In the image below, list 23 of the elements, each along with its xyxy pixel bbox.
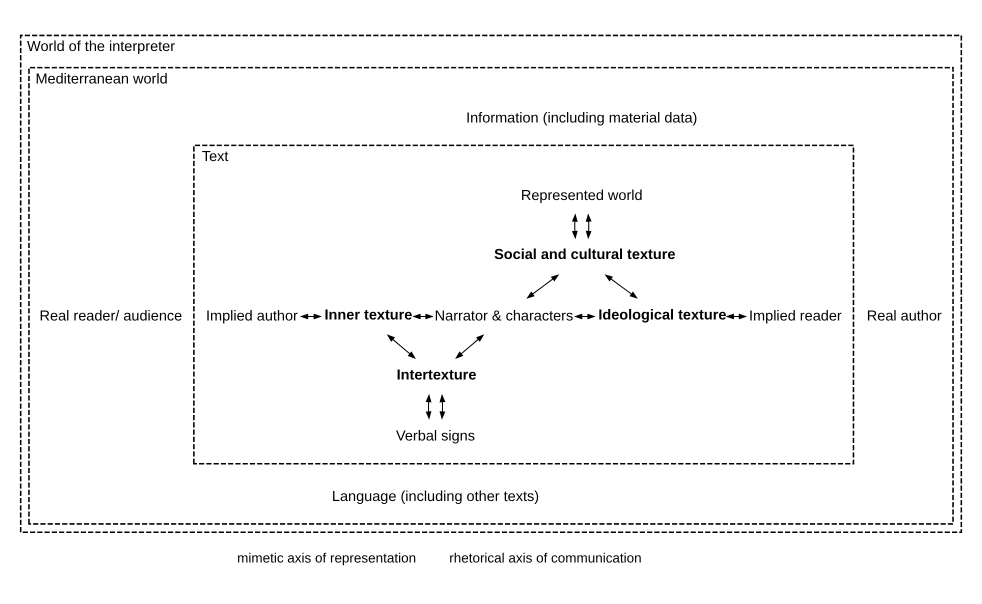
node-text: Verbal signs [396, 428, 476, 444]
node-text: Information (including material data) [466, 110, 698, 126]
node-text: Real reader/ audience [40, 308, 182, 324]
arrow [604, 274, 638, 298]
node-text: Social and cultural texture [494, 246, 676, 263]
arrow [586, 212, 592, 239]
arrow [572, 212, 578, 239]
node-text: Inner texture [324, 306, 412, 323]
arrow [455, 334, 484, 358]
arrow [526, 274, 560, 298]
label: rhetorical axis of communication [449, 550, 642, 566]
node-text: Narrator & characters [434, 308, 574, 324]
node-text: Real author [866, 308, 942, 324]
label: mimetic axis of representation [237, 550, 416, 566]
node-text: Implied author [206, 308, 298, 324]
arrow [386, 334, 416, 358]
node-text: Language (including other texts) [332, 488, 540, 504]
arrow [440, 393, 446, 420]
node-text: Ideological texture [598, 306, 726, 323]
node-text: Represented world [520, 188, 643, 204]
arrow [426, 393, 432, 420]
node-text: Implied reader [749, 308, 842, 324]
node-text: Intertexture [396, 366, 476, 383]
